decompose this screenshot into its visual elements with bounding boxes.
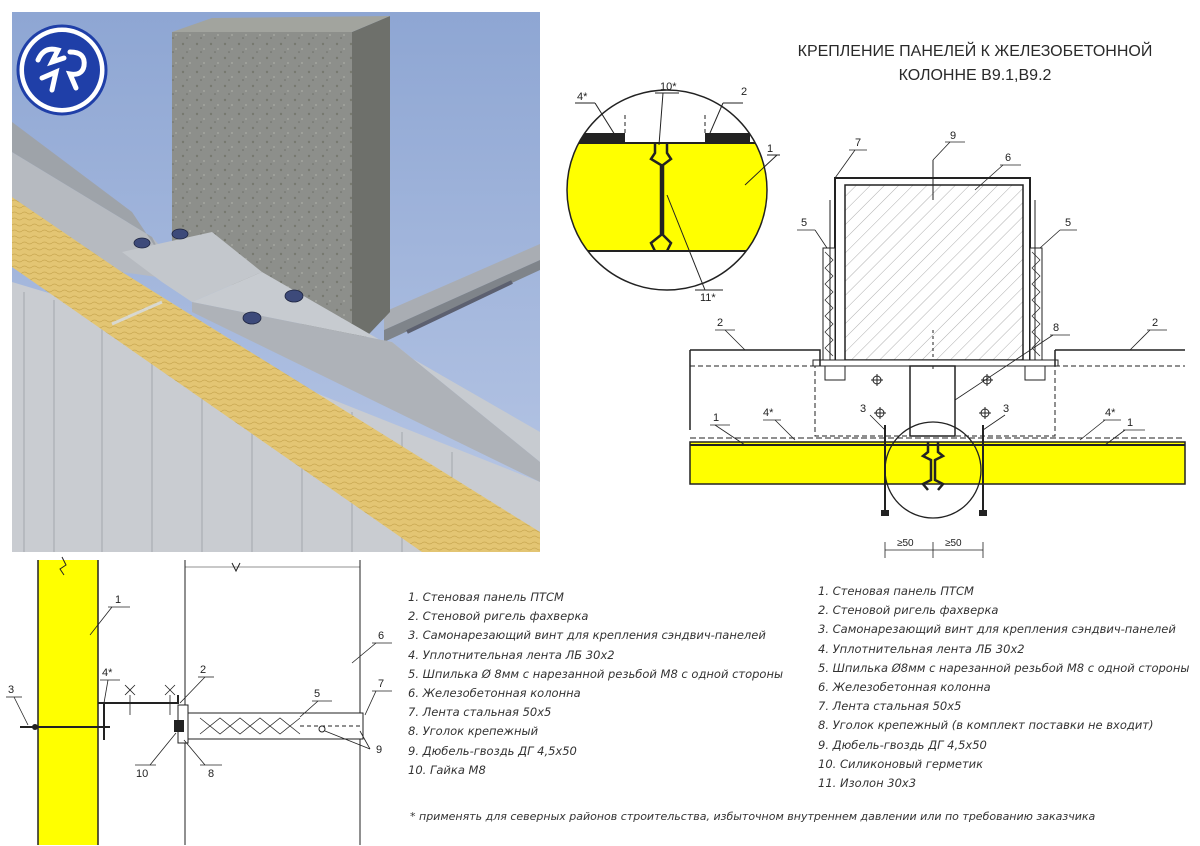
legend-item: 2. Стеновой ригель фахверка (408, 609, 589, 624)
callout-10s-detail: 10* (660, 81, 677, 93)
side-section-view: 1 6 7 3 4* 2 5 9 10 8 (6, 556, 392, 845)
callout-1-detail: 1 (767, 143, 773, 155)
callout-4s-section: 4* (102, 667, 113, 679)
callout-8-section: 8 (208, 768, 214, 780)
callout-1-left: 1 (713, 412, 719, 424)
legend-item: 8. Уголок крепежный (в комплект поставки… (818, 718, 1154, 733)
legend-item: 3. Самонарезающий винт для крепления сэн… (408, 628, 766, 643)
drawing-title-line1: КРЕПЛЕНИЕ ПАНЕЛЕЙ К ЖЕЛЕЗОБЕТОННОЙ (797, 43, 1153, 60)
callout-9: 9 (950, 130, 956, 142)
company-logo (16, 24, 108, 116)
legend-item: 10. Силиконовый герметик (818, 756, 984, 771)
detail-circle-view: 4* 10* 2 1 11* (566, 81, 780, 304)
legend-item: 1. Стеновая панель ПТСМ (818, 584, 974, 598)
legend-item: 4. Уплотнительная лента ЛБ 30х2 (408, 647, 615, 662)
legend-item: 2. Стеновой ригель фахверка (818, 603, 999, 618)
drawing-title: КРЕПЛЕНИЕ ПАНЕЛЕЙ К ЖЕЛЕЗОБЕТОННОЙ КОЛОН… (760, 40, 1190, 88)
legend-left: 1. Стеновая панель ПТСМ 2. Стеновой ригел… (408, 588, 783, 780)
callout-7-section: 7 (378, 678, 384, 690)
callout-1-section: 1 (115, 594, 121, 606)
callout-1-right: 1 (1127, 417, 1133, 429)
callout-3-right: 3 (1003, 403, 1009, 415)
render-3d-view (12, 12, 540, 552)
callout-6: 6 (1005, 152, 1011, 164)
plan-section-view: ≥50 ≥50 7 9 6 5 5 2 2 8 1 1 4* 4* (689, 130, 1186, 558)
callout-8: 8 (1053, 322, 1059, 334)
callout-2-left: 2 (717, 317, 723, 329)
legend-right: 1. Стеновая панель ПТСМ 2. Стеновой ригел… (818, 582, 1189, 793)
footnote: * применять для северных районов строите… (410, 810, 1096, 823)
legend-item: 9. Дюбель-гвоздь ДГ 4,5х50 (818, 737, 987, 752)
legend-item: 5. Шпилька Ø 8мм с нарезанной резьбой М8… (408, 666, 784, 681)
callout-7: 7 (855, 137, 861, 149)
callout-5-right: 5 (1065, 217, 1071, 229)
legend-item: 9. Дюбель-гвоздь ДГ 4,5х50 (408, 743, 577, 758)
callout-4s-left: 4* (763, 407, 774, 419)
callout-5-left: 5 (801, 217, 807, 229)
drawing-title-line2: КОЛОННЕ В9.1,В9.2 (898, 67, 1052, 84)
callout-4s-right: 4* (1105, 407, 1116, 419)
legend-item: 5. Шпилька Ø8мм с нарезанной резьбой М8 … (818, 660, 1190, 675)
callout-2-section: 2 (200, 664, 206, 676)
legend-item: 6. Железобетонная колонна (818, 680, 991, 695)
legend-item: 3. Самонарезающий винт для крепления сэн… (818, 622, 1176, 637)
legend-item: 11. Изолон 30х3 (818, 776, 917, 791)
callout-9-section: 9 (376, 744, 382, 756)
dimension-right: ≥50 (945, 538, 962, 549)
callout-5-section: 5 (314, 688, 320, 700)
callout-3-left: 3 (860, 403, 866, 415)
callout-4s-detail: 4* (577, 91, 588, 103)
dimension-left: ≥50 (897, 538, 914, 549)
callout-2-right: 2 (1152, 317, 1158, 329)
legend-item: 1. Стеновая панель ПТСМ (408, 590, 564, 604)
callout-3-section: 3 (8, 684, 14, 696)
callout-11s-detail: 11* (700, 292, 716, 304)
legend-item: 6. Железобетонная колонна (408, 686, 581, 701)
callout-6-section: 6 (378, 630, 384, 642)
legend-item: 7. Лента стальная 50х5 (408, 705, 552, 720)
callout-2-detail: 2 (741, 86, 747, 98)
legend-item: 8. Уголок крепежный (408, 724, 539, 739)
legend-item: 4. Уплотнительная лента ЛБ 30х2 (818, 641, 1025, 656)
callout-10-section: 10 (136, 768, 148, 780)
legend-item: 7. Лента стальная 50х5 (818, 699, 962, 714)
legend-item: 10. Гайка М8 (408, 762, 486, 777)
